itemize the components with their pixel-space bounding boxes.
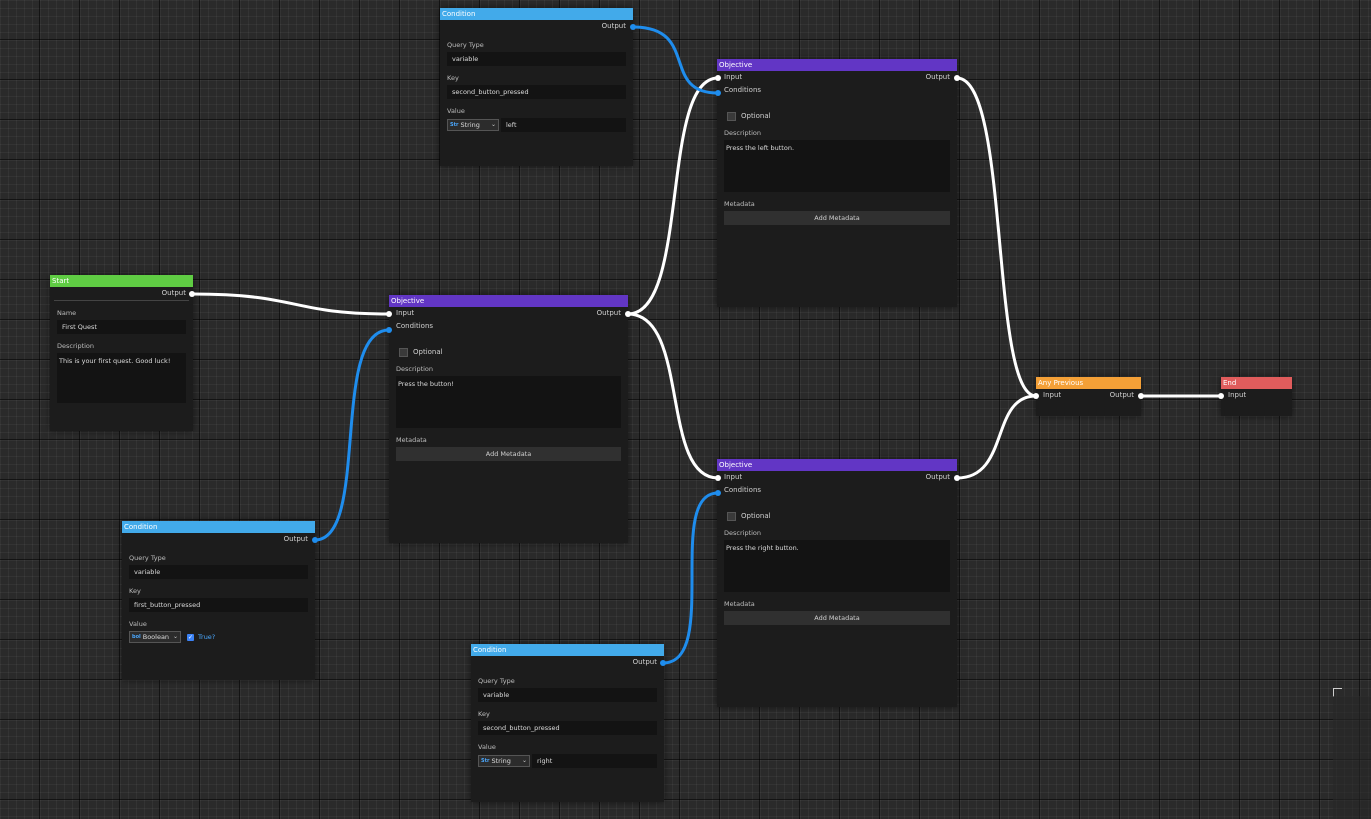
minimap-panel[interactable]: [1333, 696, 1371, 819]
objective-node-right[interactable]: Objective Input Output Conditions Option…: [717, 459, 957, 707]
description-label: Description: [724, 529, 762, 537]
key-label: Key: [447, 74, 459, 82]
true-checkbox-label: True?: [198, 633, 216, 641]
objective-input-label: Input: [724, 473, 743, 481]
key-field[interactable]: second_button_pressed: [478, 721, 657, 735]
wire-objective-to-right-objective: [626, 312, 720, 480]
condition-output-label: Output: [283, 535, 308, 543]
description-label: Description: [724, 129, 762, 137]
chevron-down-icon: ⌄: [490, 121, 496, 128]
objective-conditions-label: Conditions: [724, 86, 762, 94]
true-checkbox[interactable]: ✓: [187, 633, 194, 641]
chevron-down-icon: ⌄: [521, 757, 527, 764]
value-field[interactable]: right: [532, 754, 657, 768]
wire-condition3-to-right-objective: [661, 491, 720, 665]
end-node-header[interactable]: End: [1221, 377, 1292, 389]
wire-left-objective-to-any-previous: [955, 76, 1038, 398]
metadata-label: Metadata: [724, 200, 755, 208]
value-type-text: Boolean: [142, 633, 170, 641]
any-previous-node[interactable]: Any Previous Input Output: [1036, 377, 1141, 416]
condition-node-right[interactable]: Condition Output Query Type variable Key…: [471, 644, 664, 802]
bool-icon: bol: [132, 634, 141, 640]
any-previous-output-label: Output: [1109, 391, 1134, 399]
add-metadata-button[interactable]: Add Metadata: [724, 211, 950, 225]
minimap-corner-icon[interactable]: [1333, 688, 1342, 697]
value-type-text: String: [460, 121, 480, 129]
condition-node-left[interactable]: Condition Output Query Type variable Key…: [440, 8, 633, 166]
value-label: Value: [129, 620, 147, 628]
value-label: Value: [478, 743, 496, 751]
optional-label: Optional: [741, 112, 771, 120]
objective-node-header[interactable]: Objective: [389, 295, 628, 307]
name-label: Name: [57, 309, 77, 317]
wire-condition2-to-left-objective: [631, 25, 720, 95]
objective-conditions-label: Conditions: [724, 486, 762, 494]
str-icon: Str: [450, 122, 459, 128]
value-type-text: String: [491, 757, 511, 765]
objective-description-field[interactable]: Press the button!: [396, 376, 621, 428]
chevron-down-icon: ⌄: [172, 633, 178, 640]
value-type-select[interactable]: Str String ⌄: [447, 119, 499, 131]
key-label: Key: [478, 710, 490, 718]
end-node[interactable]: End Input: [1221, 377, 1292, 416]
key-label: Key: [129, 587, 141, 595]
optional-checkbox[interactable]: [399, 347, 408, 357]
value-field[interactable]: left: [501, 118, 626, 132]
query-type-field[interactable]: variable: [447, 52, 626, 66]
wire-start-to-objective: [190, 292, 391, 316]
objective-output-label: Output: [596, 309, 621, 317]
condition-output-label: Output: [601, 22, 626, 30]
condition-output-label: Output: [632, 658, 657, 666]
optional-label: Optional: [413, 348, 443, 356]
query-type-label: Query Type: [447, 41, 484, 49]
any-previous-node-header[interactable]: Any Previous: [1036, 377, 1141, 389]
condition-node-header[interactable]: Condition: [440, 8, 633, 20]
metadata-label: Metadata: [396, 436, 427, 444]
optional-label: Optional: [741, 512, 771, 520]
add-metadata-button[interactable]: Add Metadata: [396, 447, 621, 461]
quest-description-field[interactable]: This is your first quest. Good luck!: [57, 353, 186, 403]
optional-checkbox[interactable]: [727, 111, 736, 121]
description-label: Description: [57, 342, 95, 350]
key-field[interactable]: second_button_pressed: [447, 85, 626, 99]
wire-condition1-to-objective: [313, 328, 391, 542]
objective-description-field[interactable]: Press the left button.: [724, 140, 950, 192]
condition-node-header[interactable]: Condition: [122, 521, 315, 533]
start-node-header[interactable]: Start: [50, 275, 193, 287]
description-label: Description: [396, 365, 434, 373]
str-icon: Str: [481, 758, 490, 764]
objective-node-main[interactable]: Objective Input Output Conditions Option…: [389, 295, 628, 543]
objective-input-label: Input: [724, 73, 743, 81]
condition-node-header[interactable]: Condition: [471, 644, 664, 656]
query-type-label: Query Type: [478, 677, 515, 685]
objective-output-label: Output: [925, 473, 950, 481]
condition-node-boolean[interactable]: Condition Output Query Type variable Key…: [122, 521, 315, 680]
end-input-label: Input: [1228, 391, 1247, 399]
start-node[interactable]: Start Output Name First Quest Descriptio…: [50, 275, 193, 431]
optional-checkbox[interactable]: [727, 511, 736, 521]
value-type-select[interactable]: bol Boolean ⌄: [129, 631, 181, 643]
wire-objective-to-left-objective: [626, 76, 720, 316]
objective-description-field[interactable]: Press the right button.: [724, 540, 950, 592]
add-metadata-button[interactable]: Add Metadata: [724, 611, 950, 625]
objective-conditions-label: Conditions: [396, 322, 434, 330]
query-type-field[interactable]: variable: [478, 688, 657, 702]
value-label: Value: [447, 107, 465, 115]
query-type-label: Query Type: [129, 554, 166, 562]
wire-right-objective-to-any-previous: [955, 394, 1038, 480]
query-type-field[interactable]: variable: [129, 565, 308, 579]
quest-name-field[interactable]: First Quest: [57, 320, 186, 334]
key-field[interactable]: first_button_pressed: [129, 598, 308, 612]
value-type-select[interactable]: Str String ⌄: [478, 755, 530, 767]
objective-output-label: Output: [925, 73, 950, 81]
objective-node-header[interactable]: Objective: [717, 459, 957, 471]
any-previous-input-label: Input: [1043, 391, 1062, 399]
objective-node-left[interactable]: Objective Input Output Conditions Option…: [717, 59, 957, 307]
objective-input-label: Input: [396, 309, 415, 317]
start-output-label: Output: [161, 289, 186, 297]
metadata-label: Metadata: [724, 600, 755, 608]
objective-node-header[interactable]: Objective: [717, 59, 957, 71]
